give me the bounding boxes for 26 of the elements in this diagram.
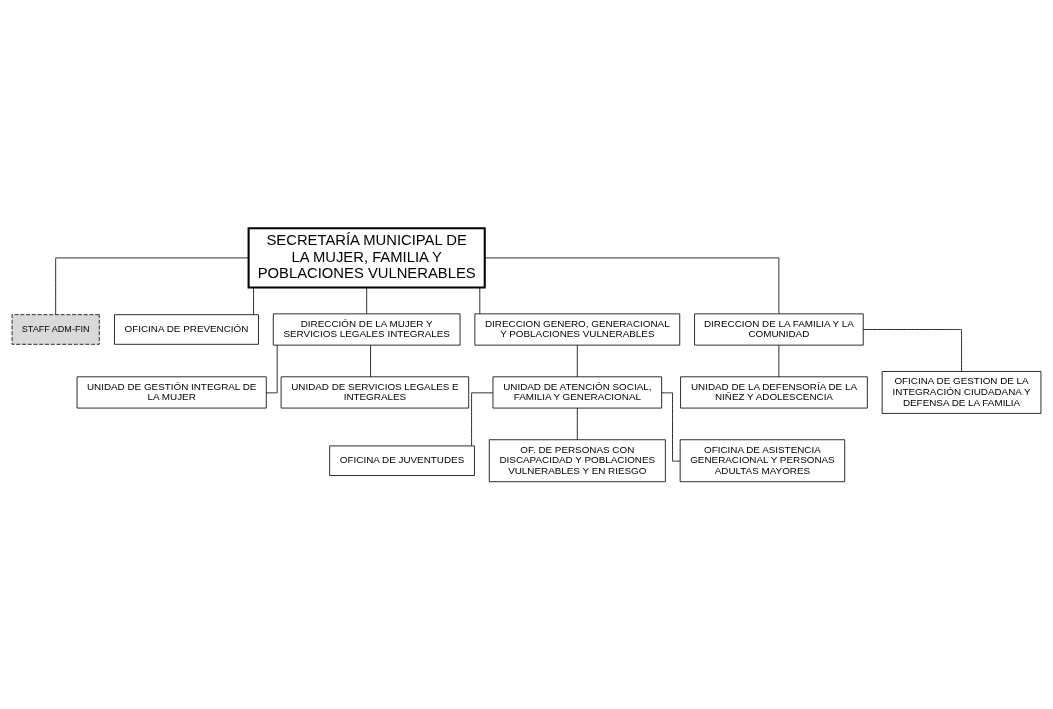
node-box: OFICINA DE JUVENTUDES xyxy=(329,445,475,476)
node-box: OF. DE PERSONAS CON DISCAPACIDAD Y POBLACIONES VULNERABLES Y EN RIESGO xyxy=(488,438,666,482)
node-box: OFICINA DE ASISTENCIA GENERACIONAL Y PERSONAS ADULTAS MAYORES xyxy=(679,438,846,482)
node-box: UNIDAD DE GESTIÓN INTEGRAL DE LA MUJER xyxy=(76,375,267,408)
connector xyxy=(576,344,578,377)
node-box: OFICINA DE PREVENCIÓN xyxy=(114,313,259,345)
connector xyxy=(471,391,494,446)
node-box: UNIDAD DE ATENCIÓN SOCIAL, FAMILIA Y GENERACIONAL xyxy=(492,375,663,408)
connector xyxy=(484,257,780,314)
connector xyxy=(366,286,368,314)
connector xyxy=(265,344,278,393)
node-box: STAFF ADM-FIN xyxy=(11,313,100,345)
node-box: UNIDAD DE LA DEFENSORÍA DE LA NIÑEZ Y ADOLESCENCIA xyxy=(680,375,868,408)
node-box: OFICINA DE GESTION DE LA INTEGRACIÓN CIUDADANA Y DEFENSA DE LA FAMILIA xyxy=(881,370,1042,414)
connector xyxy=(778,344,780,377)
connector xyxy=(55,257,249,315)
connector xyxy=(862,328,962,372)
connector xyxy=(253,286,254,315)
node-box: DIRECCION GENERO, GENERACIONAL Y POBLACIONES VULNERABLES xyxy=(474,312,681,346)
node-box: DIRECCIÓN DE LA MUJER Y SERVICIOS LEGALES INTEGRALES xyxy=(272,312,461,346)
connector xyxy=(370,344,371,377)
connector xyxy=(576,407,578,440)
node-box: SECRETARÍA MUNICIPAL DE LA MUJER, FAMILIA Y POBLACIONES VULNERABLES xyxy=(247,226,486,289)
node-box: DIRECCION DE LA FAMILIA Y LA COMUNIDAD xyxy=(694,312,864,346)
connector xyxy=(479,286,481,314)
node-box: UNIDAD DE SERVICIOS LEGALES E INTEGRALES xyxy=(280,375,470,408)
